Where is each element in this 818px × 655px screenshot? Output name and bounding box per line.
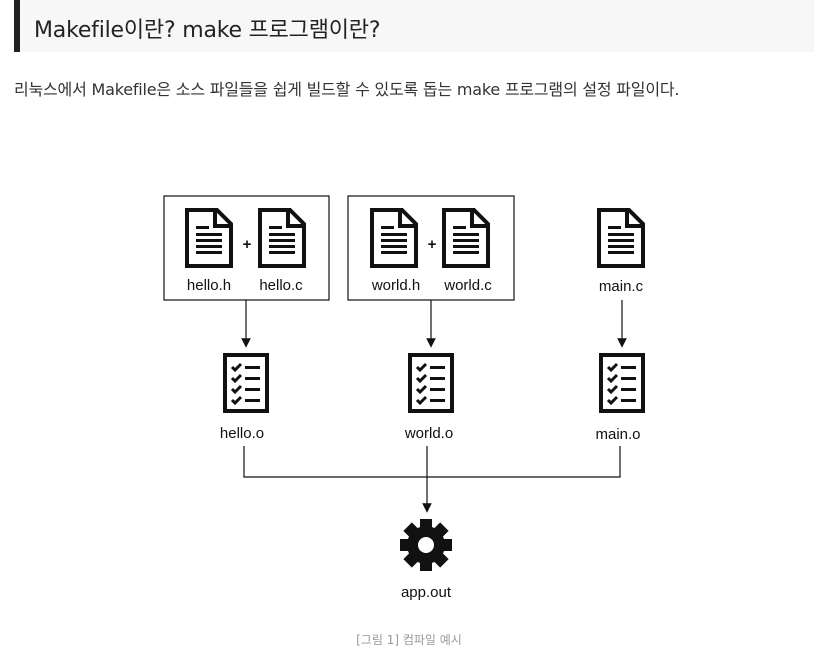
hello-o-label: hello.o: [220, 425, 264, 442]
document-icon: [442, 208, 490, 268]
section-heading: Makefile이란? make 프로그램이란?: [14, 0, 814, 52]
document-icon: [185, 208, 233, 268]
plus-sign: +: [243, 236, 252, 253]
gear-icon: [400, 519, 452, 571]
document-icon: [370, 208, 418, 268]
section-title: Makefile이란? make 프로그램이란?: [34, 18, 381, 43]
main-o-label: main.o: [595, 426, 640, 443]
hello-c-label: hello.c: [259, 277, 303, 294]
intro-paragraph: 리눅스에서 Makefile은 소스 파일들을 쉽게 빌드할 수 있도록 돕는 …: [14, 80, 680, 99]
document-icon: [597, 208, 645, 268]
checklist-icon: [599, 353, 645, 413]
app-out-label: app.out: [401, 584, 452, 601]
checklist-icon: [223, 353, 269, 413]
hello-h-label: hello.h: [187, 277, 231, 294]
document-icon: [258, 208, 306, 268]
checklist-icon: [408, 353, 454, 413]
figure-caption: [그림 1] 컴파일 예시: [356, 633, 462, 647]
link-line: [243, 446, 621, 478]
world-h-label: world.h: [371, 277, 420, 294]
world-c-label: world.c: [443, 277, 492, 294]
plus-sign: +: [428, 236, 437, 253]
main-c-label: main.c: [599, 278, 644, 295]
world-o-label: world.o: [404, 425, 453, 442]
